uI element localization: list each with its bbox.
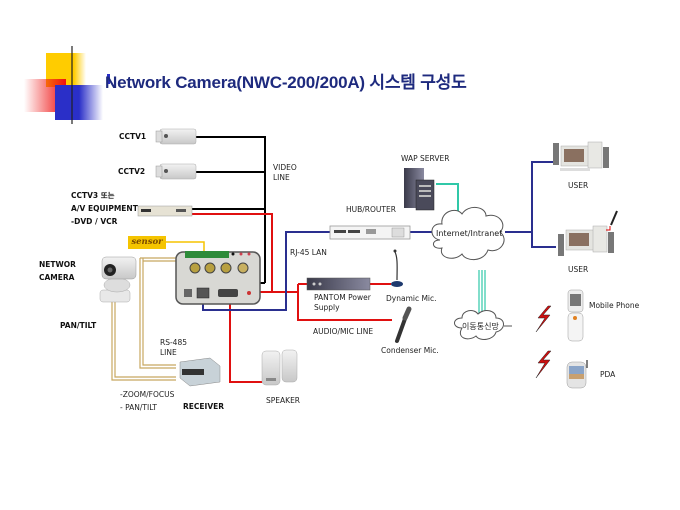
dvd-vcr-label: -DVD / VCR bbox=[71, 217, 118, 226]
av-equipment-label: A/V EQUIPMENT bbox=[71, 204, 138, 213]
pda-label: PDA bbox=[600, 370, 616, 379]
hub-router-icon bbox=[329, 225, 411, 240]
internet-cloud-icon bbox=[431, 207, 505, 260]
mobile-network-cloud-icon bbox=[454, 310, 512, 340]
dvd-vcr-icon bbox=[137, 205, 193, 217]
pan-tilt-function-label: - PAN/TILT bbox=[120, 403, 157, 412]
zoom-focus-label: -ZOOM/FOCUS bbox=[120, 390, 175, 399]
dynamic-mic-label: Dynamic Mic. bbox=[386, 294, 437, 303]
video-line-label-1: VIDEO bbox=[273, 163, 297, 172]
mobile-phone-label: Mobile Phone bbox=[589, 301, 640, 310]
speaker-icon bbox=[261, 349, 298, 386]
mobile-phone-icon bbox=[567, 289, 584, 342]
user2-pc-icon bbox=[558, 210, 618, 256]
cctv2-camera-icon bbox=[155, 163, 197, 180]
cctv1-camera-icon bbox=[155, 128, 197, 145]
rj45-lan-label: RJ-45 LAN bbox=[290, 248, 327, 257]
wap-server-label: WAP SERVER bbox=[401, 154, 450, 163]
network-camera-unit-icon bbox=[175, 251, 261, 305]
rs485-label-2: LINE bbox=[160, 348, 177, 357]
video-line-label-2: LINE bbox=[273, 173, 290, 182]
wap-server-icon bbox=[404, 168, 435, 211]
user2-label: USER bbox=[568, 265, 589, 274]
mobile-network-label: 이동통신망 bbox=[462, 321, 499, 331]
cctv3-label: CCTV3 또는 bbox=[71, 191, 115, 200]
cctv2-label: CCTV2 bbox=[118, 167, 146, 176]
pan-tilt-label: PAN/TILT bbox=[60, 321, 97, 330]
condenser-mic-label: Condenser Mic. bbox=[381, 346, 439, 355]
wireless-bolt-icon bbox=[535, 350, 552, 379]
internet-label: Internet/Intranet bbox=[436, 229, 502, 238]
speaker-label: SPEAKER bbox=[266, 396, 301, 405]
rs485-label-1: RS-485 bbox=[160, 338, 187, 347]
pda-icon bbox=[566, 360, 588, 389]
condenser-mic-icon bbox=[395, 306, 412, 343]
cctv1-label: CCTV1 bbox=[119, 132, 147, 141]
user1-label: USER bbox=[568, 181, 589, 190]
receiver-label: RECEIVER bbox=[183, 402, 225, 411]
ptz-camera-icon bbox=[99, 256, 137, 303]
page-title: Network Camera(NWC-200/200A) 시스템 구성도 bbox=[105, 73, 467, 92]
rs485-line bbox=[111, 257, 180, 381]
phantom-power-supply-icon bbox=[306, 277, 371, 291]
wap-link bbox=[436, 183, 459, 212]
sensor-line bbox=[166, 241, 205, 252]
receiver-icon bbox=[179, 357, 221, 387]
title-decoration bbox=[24, 46, 620, 124]
phantom-power-label-2: Supply bbox=[314, 303, 340, 312]
sensor-label: sensor bbox=[128, 236, 166, 249]
network-camera-label-2: CAMERA bbox=[39, 273, 75, 282]
audio-mic-line-label: AUDIO/MIC LINE bbox=[313, 327, 374, 336]
mobile-link bbox=[478, 270, 486, 314]
dynamic-mic-icon bbox=[391, 249, 403, 287]
user1-pc-icon bbox=[553, 141, 609, 171]
hub-router-label: HUB/ROUTER bbox=[346, 205, 396, 214]
phantom-power-label-1: PANTOM Power bbox=[314, 293, 371, 302]
wireless-bolt-icon bbox=[535, 305, 552, 333]
lan-line bbox=[202, 161, 556, 311]
network-camera-label-1: NETWOR bbox=[39, 260, 76, 269]
